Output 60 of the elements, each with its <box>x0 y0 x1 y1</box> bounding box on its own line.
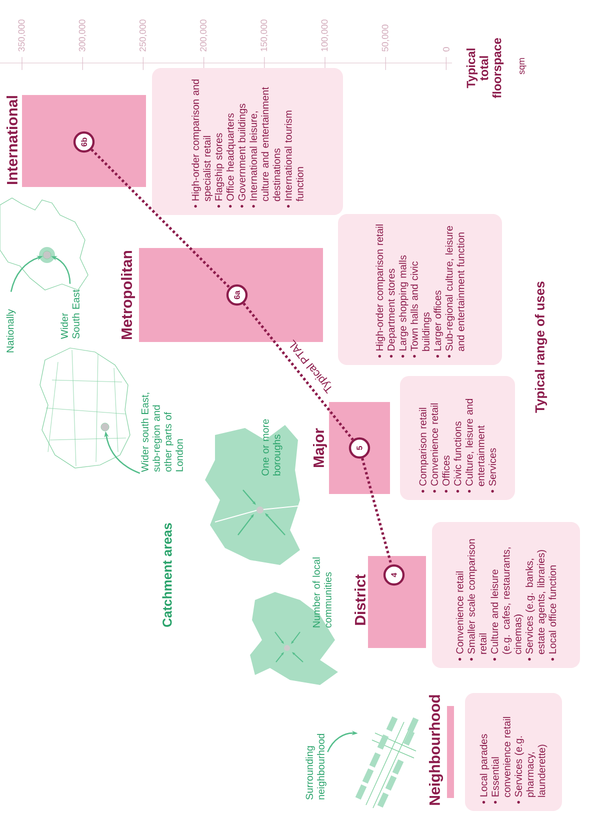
street-drawing <box>355 716 419 808</box>
list-item: • High-order comparison retail <box>376 224 386 358</box>
tick-label: 0 <box>443 47 450 52</box>
location-dot <box>100 422 110 432</box>
unit-label: sqm <box>520 58 526 74</box>
location-dot <box>42 250 52 260</box>
connector <box>361 458 392 566</box>
level-heading: International <box>6 96 18 184</box>
list-item: • Local office function <box>548 566 556 661</box>
axis-title: Typical total floorspace <box>466 38 504 98</box>
list-item: • Essential convenience retail <box>491 717 510 804</box>
catchment-label: Surrounding neighbourhood <box>306 734 326 800</box>
list-item: • Services (e.g. banks, estate agents, libraries) <box>526 550 546 661</box>
list-item: • International tourism function <box>284 110 304 208</box>
list-item: • Flagship stores <box>214 133 224 208</box>
connector <box>90 148 230 288</box>
tick-label: 50,000 <box>382 24 390 52</box>
level-heading: District <box>354 574 366 625</box>
list-item: • Culture, leisure and entertainment <box>465 399 484 493</box>
list-item: • High-order comparison and specialist retail <box>192 80 213 208</box>
uses-box <box>432 522 580 668</box>
list-item: • Offices <box>442 456 450 493</box>
level-heading: Neighbourhood <box>428 695 444 805</box>
catchment-label: Nationally <box>6 309 16 352</box>
list-item: • Services <box>488 448 496 493</box>
level-heading: Metropolitan <box>121 250 135 339</box>
list-item: • Larger offices <box>434 290 444 358</box>
catchment-label: Wider south East, sub-region and other parts of London <box>141 392 183 472</box>
catchment-label: Number of local communities <box>312 558 332 628</box>
tick-label: 300,000 <box>78 20 86 52</box>
tick-label: 350,000 <box>18 20 26 52</box>
tick-label: 200,000 <box>200 20 208 52</box>
section-heading: Typical range of uses <box>534 282 548 413</box>
connector <box>242 302 354 441</box>
uses-box <box>338 214 502 365</box>
list-item: • Smaller scale comparison retail <box>468 539 486 661</box>
list-item: • Department stores <box>388 268 397 358</box>
list-item: • Civic functions <box>454 422 462 493</box>
tick-label: 100,000 <box>321 20 329 52</box>
catchment-label: One or more boroughs <box>262 419 282 476</box>
tick-label: 250,000 <box>139 20 147 52</box>
list-item: • International leisure, culture and entertainment destinations <box>250 87 280 208</box>
list-item: • Convenience retail <box>456 571 464 661</box>
level-heading: Major <box>313 428 327 467</box>
catchment-label: Wider South East <box>60 290 80 339</box>
list-item: • Local parades <box>480 734 490 804</box>
list-item: • Convenience retail <box>430 403 438 493</box>
list-item: • Office headquarters <box>226 113 236 208</box>
uses-box <box>465 693 562 811</box>
list-item: • Government buildings <box>238 104 248 208</box>
list-item: • Comparison retail <box>419 408 428 493</box>
section-heading: Catchment areas <box>162 523 172 627</box>
uses-box <box>400 376 515 500</box>
list-item: • Sub-regional culture, leisure and entertainment function <box>445 226 464 358</box>
list-item: • Large shopping malls <box>398 255 408 358</box>
tick-label: 150,000 <box>260 20 268 52</box>
list-item: • Services (e.g. pharmacy, launderette) <box>514 736 548 804</box>
uses-box <box>152 68 343 215</box>
list-item: • Culture and leisure (e.g. cafes, restaurants, cinemas) <box>490 548 524 661</box>
list-item: • Town halls and civic buildings <box>410 261 432 358</box>
